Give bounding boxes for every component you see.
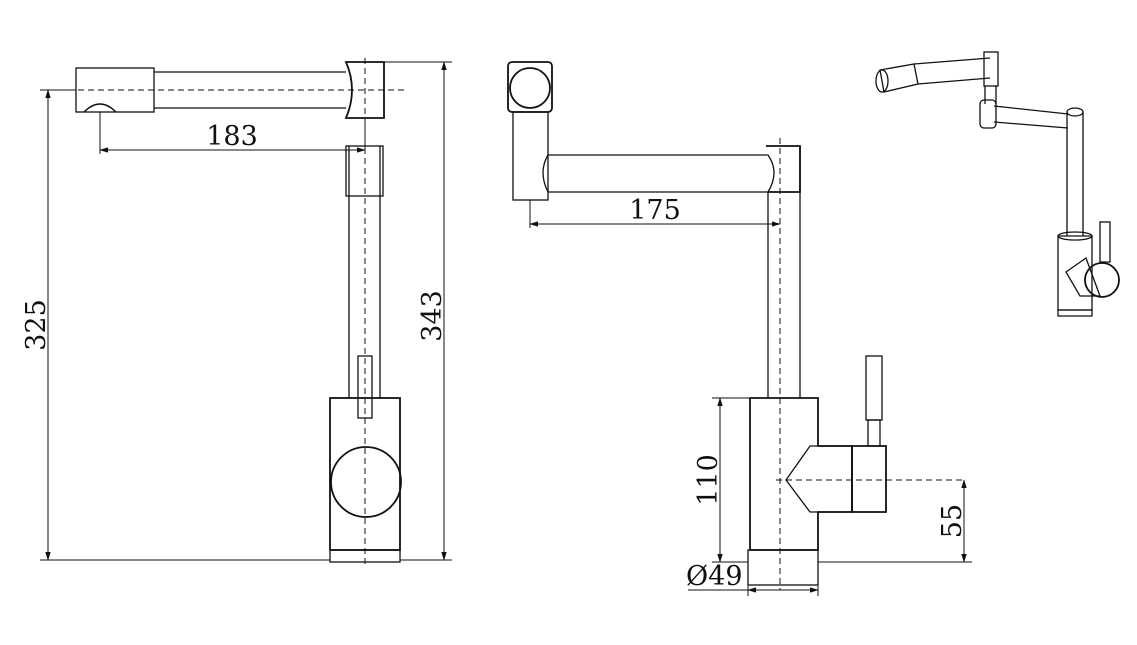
front-view: [48, 58, 408, 566]
persp-aerator-end: [875, 69, 889, 93]
persp-base: [1057, 309, 1093, 317]
persp-lower-arm-top: [993, 105, 1069, 115]
side-lever-cap: [851, 445, 887, 513]
front-total-height-dim-label: 343: [417, 290, 448, 342]
side-view: [507, 61, 966, 590]
side-base: [747, 549, 819, 586]
persp-aerator: [879, 63, 919, 93]
side-aerator-outlet: [509, 67, 551, 109]
front-outlet-curve: [83, 103, 117, 113]
front-height-dim-label: 325: [21, 299, 52, 351]
side-body-height-dim-label: 110: [693, 454, 724, 506]
persp-upper-arm-bottom: [917, 77, 991, 85]
front-reach-dim-label: 183: [206, 121, 258, 152]
persp-lever-cap: [1084, 262, 1120, 298]
side-arm: [542, 154, 775, 193]
side-aerator-housing: [507, 61, 553, 113]
front-dimensions: 183 325 343: [21, 61, 452, 561]
side-lever-cone: [785, 445, 852, 513]
side-lever-handle: [865, 355, 883, 421]
persp-lower-arm-bottom: [993, 121, 1069, 129]
persp-upper-arm-top: [913, 57, 991, 65]
side-handle-height-dim-label: 55: [937, 504, 968, 538]
side-reach-dim-label: 175: [629, 195, 681, 226]
side-head-drop: [512, 111, 549, 201]
persp-lever-handle: [1099, 221, 1111, 263]
persp-body-top: [1057, 231, 1093, 241]
perspective-view: [875, 51, 1120, 317]
persp-pipe-top: [1066, 107, 1084, 117]
side-base-diameter-dim-label: Ø49: [686, 561, 743, 592]
persp-top-joint: [983, 51, 999, 87]
persp-lower-joint: [979, 99, 997, 129]
front-elbow-joint: [344, 61, 385, 119]
side-lever-stem: [867, 419, 881, 447]
side-dimensions: 175 110 55 Ø49: [529, 195, 972, 596]
front-cartridge-cap: [330, 446, 402, 518]
side-body: [749, 397, 853, 551]
